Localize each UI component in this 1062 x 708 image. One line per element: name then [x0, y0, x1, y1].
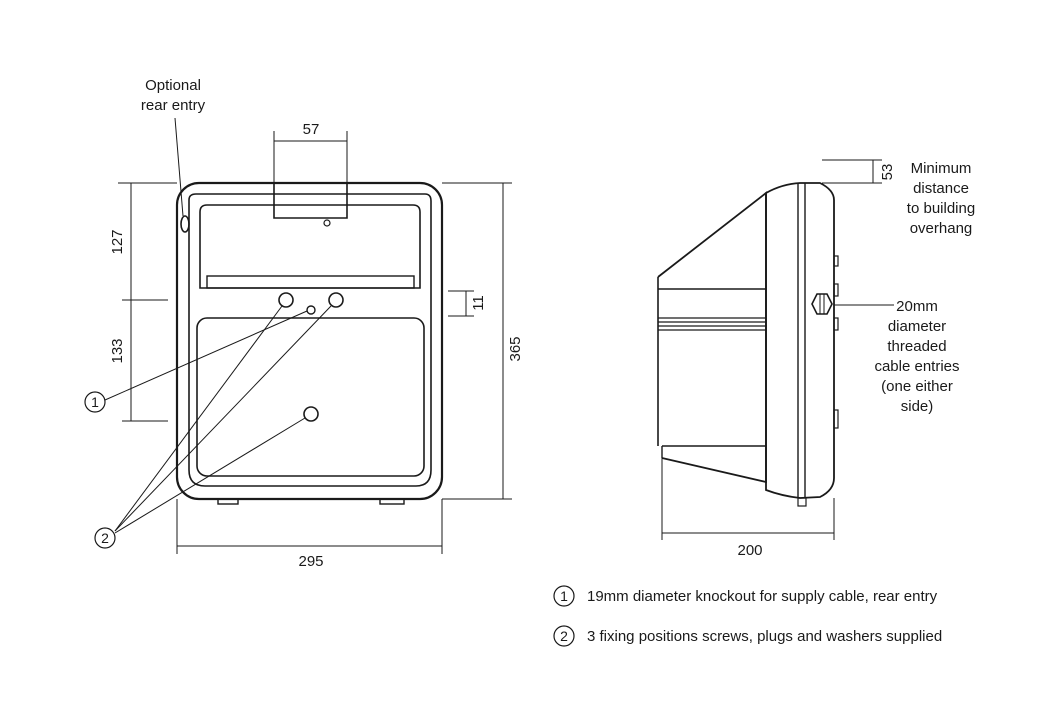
- front-dimensions: [118, 117, 512, 554]
- callout-two-number: 2: [101, 530, 109, 546]
- cable-entries-5: (one either: [881, 378, 953, 395]
- front-upper-panel: [199, 204, 421, 289]
- fixing-hole-bottom: [303, 406, 319, 422]
- dim-overhang: 53: [879, 164, 896, 181]
- front-lower-panel: [196, 317, 425, 477]
- dim-total-height: 365: [507, 336, 524, 361]
- knockout-hole: [306, 305, 316, 315]
- dim-lower-height: 133: [109, 338, 126, 363]
- side-view: [657, 182, 839, 507]
- legend-item-1-circle: [553, 585, 575, 607]
- fixing-hole-right: [328, 292, 344, 308]
- side-body: [765, 182, 835, 499]
- cable-entries-4: cable entries: [874, 358, 959, 375]
- cable-entries-2: diameter: [888, 318, 946, 335]
- cable-entries-3: threaded: [887, 338, 946, 355]
- rear-entry-oval: [180, 215, 190, 233]
- legend-item-2-circle: [553, 625, 575, 647]
- side-hood: [657, 191, 767, 484]
- fixing-hole-left: [278, 292, 294, 308]
- dim-small-gap: 11: [470, 295, 487, 311]
- dim-total-width: 295: [298, 553, 323, 570]
- cable-entries-6: side): [901, 398, 934, 415]
- dim-upper-height: 127: [109, 229, 126, 254]
- callout-two-circle: [94, 527, 116, 549]
- legend-item-1-number: 1: [560, 588, 568, 604]
- min-distance-2: distance: [913, 180, 969, 197]
- threaded-cable-entry: [811, 293, 833, 315]
- callout-one-number: 1: [91, 394, 99, 410]
- dim-top-width: 57: [303, 121, 320, 138]
- min-distance-4: overhang: [910, 220, 973, 237]
- min-distance-1: Minimum: [911, 160, 972, 177]
- side-dimensions: [661, 159, 894, 540]
- legend-item-2-text: 3 fixing positions screws, plugs and was…: [587, 628, 942, 645]
- cable-entries-1: 20mm: [896, 298, 938, 315]
- min-distance-3: to building: [907, 200, 975, 217]
- rear-entry-label-2: rear entry: [141, 97, 206, 114]
- front-foot-right: [379, 498, 405, 505]
- front-shelf: [206, 275, 415, 289]
- legend-item-2-number: 2: [560, 628, 568, 644]
- front-outer-body: [175, 181, 444, 501]
- front-top-tab: [273, 183, 348, 219]
- front-foot-left: [217, 498, 239, 505]
- front-view: [175, 181, 444, 505]
- dim-depth: 200: [737, 542, 762, 559]
- legend: 1 19mm diameter knockout for supply cabl…: [553, 585, 942, 647]
- callout-one-circle: [84, 391, 106, 413]
- rear-entry-label-1: Optional: [145, 77, 201, 94]
- labels: Optional rear entry 57 127 133 365 11 29…: [91, 77, 975, 570]
- legend-item-1-text: 19mm diameter knockout for supply cable,…: [587, 588, 938, 605]
- callouts: [84, 305, 332, 549]
